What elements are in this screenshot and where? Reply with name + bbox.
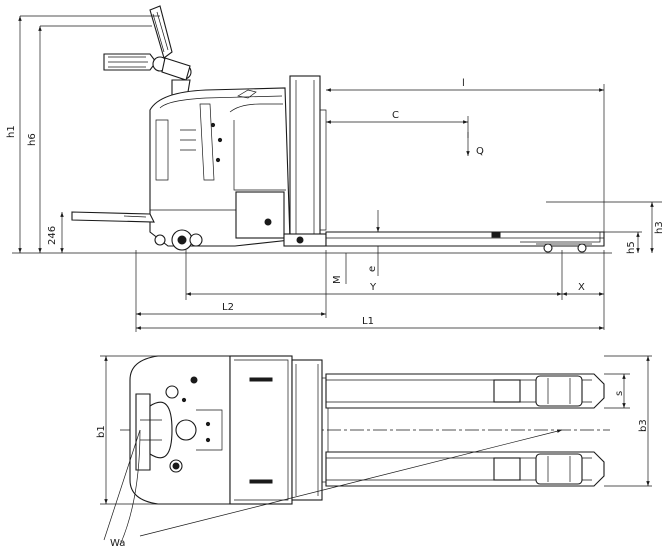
fork-side [325,231,605,253]
label-y: Y [369,282,377,293]
label-x: X [578,282,585,293]
label-e: e [367,266,378,272]
turning-arc [119,429,141,546]
chassis [149,87,291,247]
label-wa: Wa [110,538,125,549]
load-wheel-upper-icon [535,375,583,407]
dim-wa-radius [139,429,563,537]
label-c: C [392,110,399,121]
top-steer-handle [149,401,173,459]
label-s: s [614,391,625,396]
label-246: 246 [47,226,58,245]
label-b3: b3 [638,419,649,432]
label-q: Q [476,146,484,157]
platform-plate [71,211,155,223]
label-l: l [462,78,465,89]
label-h5: h5 [626,241,637,254]
top-mast [291,359,323,501]
top-platform [135,393,151,471]
fork-upper [325,373,605,409]
load-wheel-lower-icon [535,453,583,485]
fork-blade [325,231,605,247]
label-b1: b1 [96,425,107,438]
top-view: b1 s b3 Wa [96,355,652,549]
drive-wheels [154,229,203,251]
load-roller-icon [543,243,553,253]
label-l2: L2 [222,302,234,313]
mast [289,75,321,245]
label-m: M [332,275,343,284]
side-view: h1 h6 246 l C Q h3 h5 M e Y [6,5,663,332]
fork-lower [325,451,605,487]
fork-top-lower [325,451,605,487]
label-h1: h1 [6,125,17,138]
label-h3: h3 [654,221,663,234]
fork-top-upper [325,373,605,409]
platform [71,211,155,223]
tiller-grip [149,5,173,59]
battery-cover [235,191,285,239]
lift-column [283,75,327,247]
label-l1: L1 [362,316,374,327]
label-h6: h6 [27,133,38,146]
tiller [103,5,192,105]
